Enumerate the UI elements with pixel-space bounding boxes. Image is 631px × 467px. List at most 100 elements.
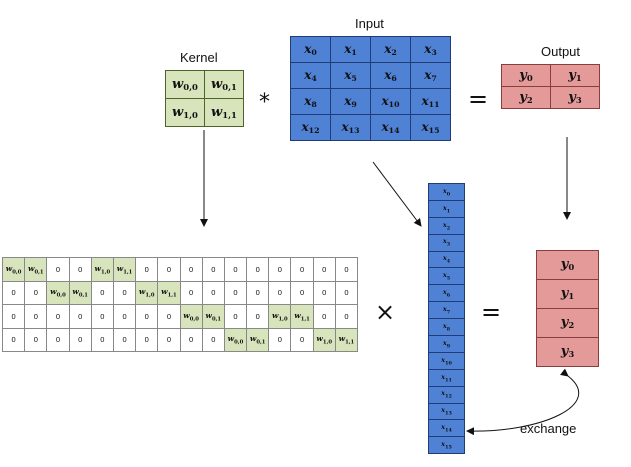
sparse-zero-cell: 0: [112, 304, 137, 329]
sparse-zero-cell: 0: [334, 304, 359, 329]
sparse-zero-cell: 0: [246, 280, 270, 305]
sparse-zero-cell: 0: [312, 304, 336, 329]
input-title: Input: [355, 16, 384, 31]
input-cell-x14: x14: [370, 114, 411, 141]
input-cell-x3: x3: [410, 36, 451, 63]
input-vector-cell-x8: x8: [428, 318, 465, 337]
sparse-zero-cell: 0: [46, 304, 70, 329]
sparse-zero-cell: 0: [157, 327, 181, 352]
output-title: Output: [541, 44, 581, 59]
input-cell-x15: x15: [410, 114, 451, 141]
sparse-zero-cell: 0: [201, 280, 225, 305]
sparse-zero-cell: 0: [334, 280, 359, 305]
input-vector-cell-x11: x11: [428, 368, 465, 387]
sparse-zero-cell: 0: [135, 257, 159, 282]
input-cell-x6: x6: [370, 62, 411, 89]
output-vector-cell-y3: y3: [536, 337, 599, 367]
input-cell-x10: x10: [370, 88, 411, 115]
output-vector-cell-y1: y1: [536, 279, 599, 309]
exchange-arrow: [466, 368, 580, 436]
sparse-weight-cell: w0,0: [46, 280, 70, 305]
input-vector-cell-x9: x9: [428, 335, 465, 353]
sparse-weight-cell: w0,1: [68, 280, 92, 305]
sparse-weight-cell: w1,1: [290, 304, 314, 329]
sparse-zero-cell: 0: [46, 257, 70, 282]
sparse-weight-cell: w1,0: [90, 257, 114, 282]
sparse-weight-cell: w0,1: [201, 304, 225, 329]
sparse-weight-cell: w0,0: [223, 327, 248, 352]
sparse-zero-cell: 0: [112, 280, 137, 305]
sparse-zero-cell: 0: [90, 304, 114, 329]
input-cell-x0: x0: [290, 36, 331, 63]
sparse-zero-cell: 0: [68, 304, 92, 329]
output-cell-y2: y2: [501, 86, 551, 109]
input-vector-cell-x0: x0: [428, 183, 465, 201]
sparse-weight-cell: w1,1: [334, 327, 359, 352]
input-vector-cell-x5: x5: [428, 267, 465, 286]
sparse-zero-cell: 0: [68, 257, 92, 282]
input-vector-cell-x1: x1: [428, 199, 465, 218]
kernel-cell-w1-1: w1,1: [204, 98, 244, 127]
sparse-zero-cell: 0: [201, 327, 225, 352]
times-operator: ×: [375, 298, 396, 326]
sparse-zero-cell: 0: [223, 280, 248, 305]
input-cell-x13: x13: [330, 114, 371, 141]
sparse-zero-cell: 0: [24, 304, 48, 329]
sparse-weight-cell: w1,0: [268, 304, 292, 329]
sparse-weight-cell: w1,0: [312, 327, 336, 352]
sparse-zero-cell: 0: [334, 257, 359, 282]
sparse-zero-cell: 0: [1, 304, 26, 329]
sparse-zero-cell: 0: [179, 257, 203, 282]
sparse-weight-cell: w0,1: [24, 257, 48, 282]
equals-operator-top: =: [468, 85, 489, 113]
kernel-title: Kernel: [180, 50, 218, 65]
sparse-zero-cell: 0: [46, 327, 70, 352]
input-cell-x7: x7: [410, 62, 451, 89]
sparse-zero-cell: 0: [135, 304, 159, 329]
equals-operator-bottom: =: [481, 298, 502, 326]
sparse-zero-cell: 0: [24, 280, 48, 305]
sparse-zero-cell: 0: [201, 257, 225, 282]
sparse-zero-cell: 0: [135, 327, 159, 352]
sparse-zero-cell: 0: [68, 327, 92, 352]
sparse-zero-cell: 0: [112, 327, 137, 352]
sparse-zero-cell: 0: [312, 257, 336, 282]
sparse-zero-cell: 0: [90, 280, 114, 305]
sparse-weight-cell: w1,1: [112, 257, 137, 282]
input-cell-x11: x11: [410, 88, 451, 115]
kernel-cell-w1-0: w1,0: [165, 98, 205, 127]
sparse-zero-cell: 0: [290, 327, 314, 352]
input-vector-cell-x13: x13: [428, 402, 465, 421]
sparse-zero-cell: 0: [312, 280, 336, 305]
input-vector-cell-x14: x14: [428, 419, 465, 438]
input-to-vector-arrow: [372, 161, 422, 227]
sparse-zero-cell: 0: [223, 304, 248, 329]
kernel-cell-w0-0: w0,0: [165, 70, 205, 99]
convolve-operator: *: [259, 90, 270, 115]
sparse-zero-cell: 0: [157, 304, 181, 329]
output-cell-y3: y3: [550, 86, 600, 109]
kernel-cell-w0-1: w0,1: [204, 70, 244, 99]
output-cell-y1: y1: [550, 64, 600, 87]
input-cell-x4: x4: [290, 62, 331, 89]
input-vector-cell-x15: x15: [428, 436, 465, 455]
sparse-zero-cell: 0: [268, 257, 292, 282]
sparse-zero-cell: 0: [90, 327, 114, 352]
output-vector-cell-y2: y2: [536, 308, 599, 338]
sparse-zero-cell: 0: [268, 280, 292, 305]
input-cell-x2: x2: [370, 36, 411, 63]
input-vector-cell-x12: x12: [428, 385, 465, 404]
sparse-zero-cell: 0: [246, 257, 270, 282]
input-vector-cell-x10: x10: [428, 351, 465, 370]
sparse-weight-cell: w0,0: [179, 304, 203, 329]
sparse-zero-cell: 0: [290, 257, 314, 282]
sparse-zero-cell: 0: [157, 257, 181, 282]
input-cell-x1: x1: [330, 36, 371, 63]
